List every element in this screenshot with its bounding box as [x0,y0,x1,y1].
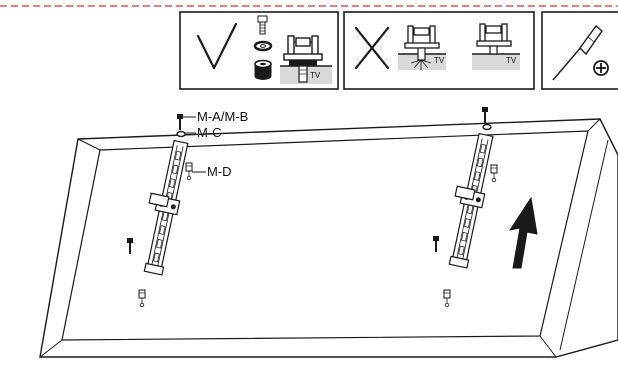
tv-label-correct: TV [310,71,321,80]
right-top-washer [482,123,492,131]
cross-mark-icon [354,26,390,70]
phillips-head-symbol [593,60,609,76]
check-mark-icon [196,22,238,70]
correct-usage-panel [179,11,339,90]
wing-bolt-icon [283,35,323,83]
tv-back-panel [39,118,618,358]
spacer-callout-label: M-D [207,164,232,179]
right-bracket [446,132,498,269]
right-top-bolt [481,106,489,124]
wing-bolt-wrong-1-icon [404,25,440,70]
tv-label-incorrect-1: TV [434,56,445,65]
up-arrow-icon [508,196,538,269]
tv-panel-block-1 [398,54,446,70]
incorrect-usage-panel [343,11,535,90]
left-top-washer [176,130,186,138]
washer-callout-label: M-C [197,125,222,140]
left-bracket [141,139,193,276]
screw-icon [257,15,268,35]
tv-label-incorrect-2: TV [506,56,517,65]
tv-panel-block-2 [472,54,520,70]
washer-icon [253,40,273,52]
left-top-bolt [176,113,184,131]
tool-panel [541,11,618,90]
wing-bolt-wrong-2-icon [476,23,512,55]
phillips-screwdriver-icon [552,24,603,81]
spacer-icon [254,59,272,80]
bolt-callout-label: M-A/M-B [197,109,249,124]
